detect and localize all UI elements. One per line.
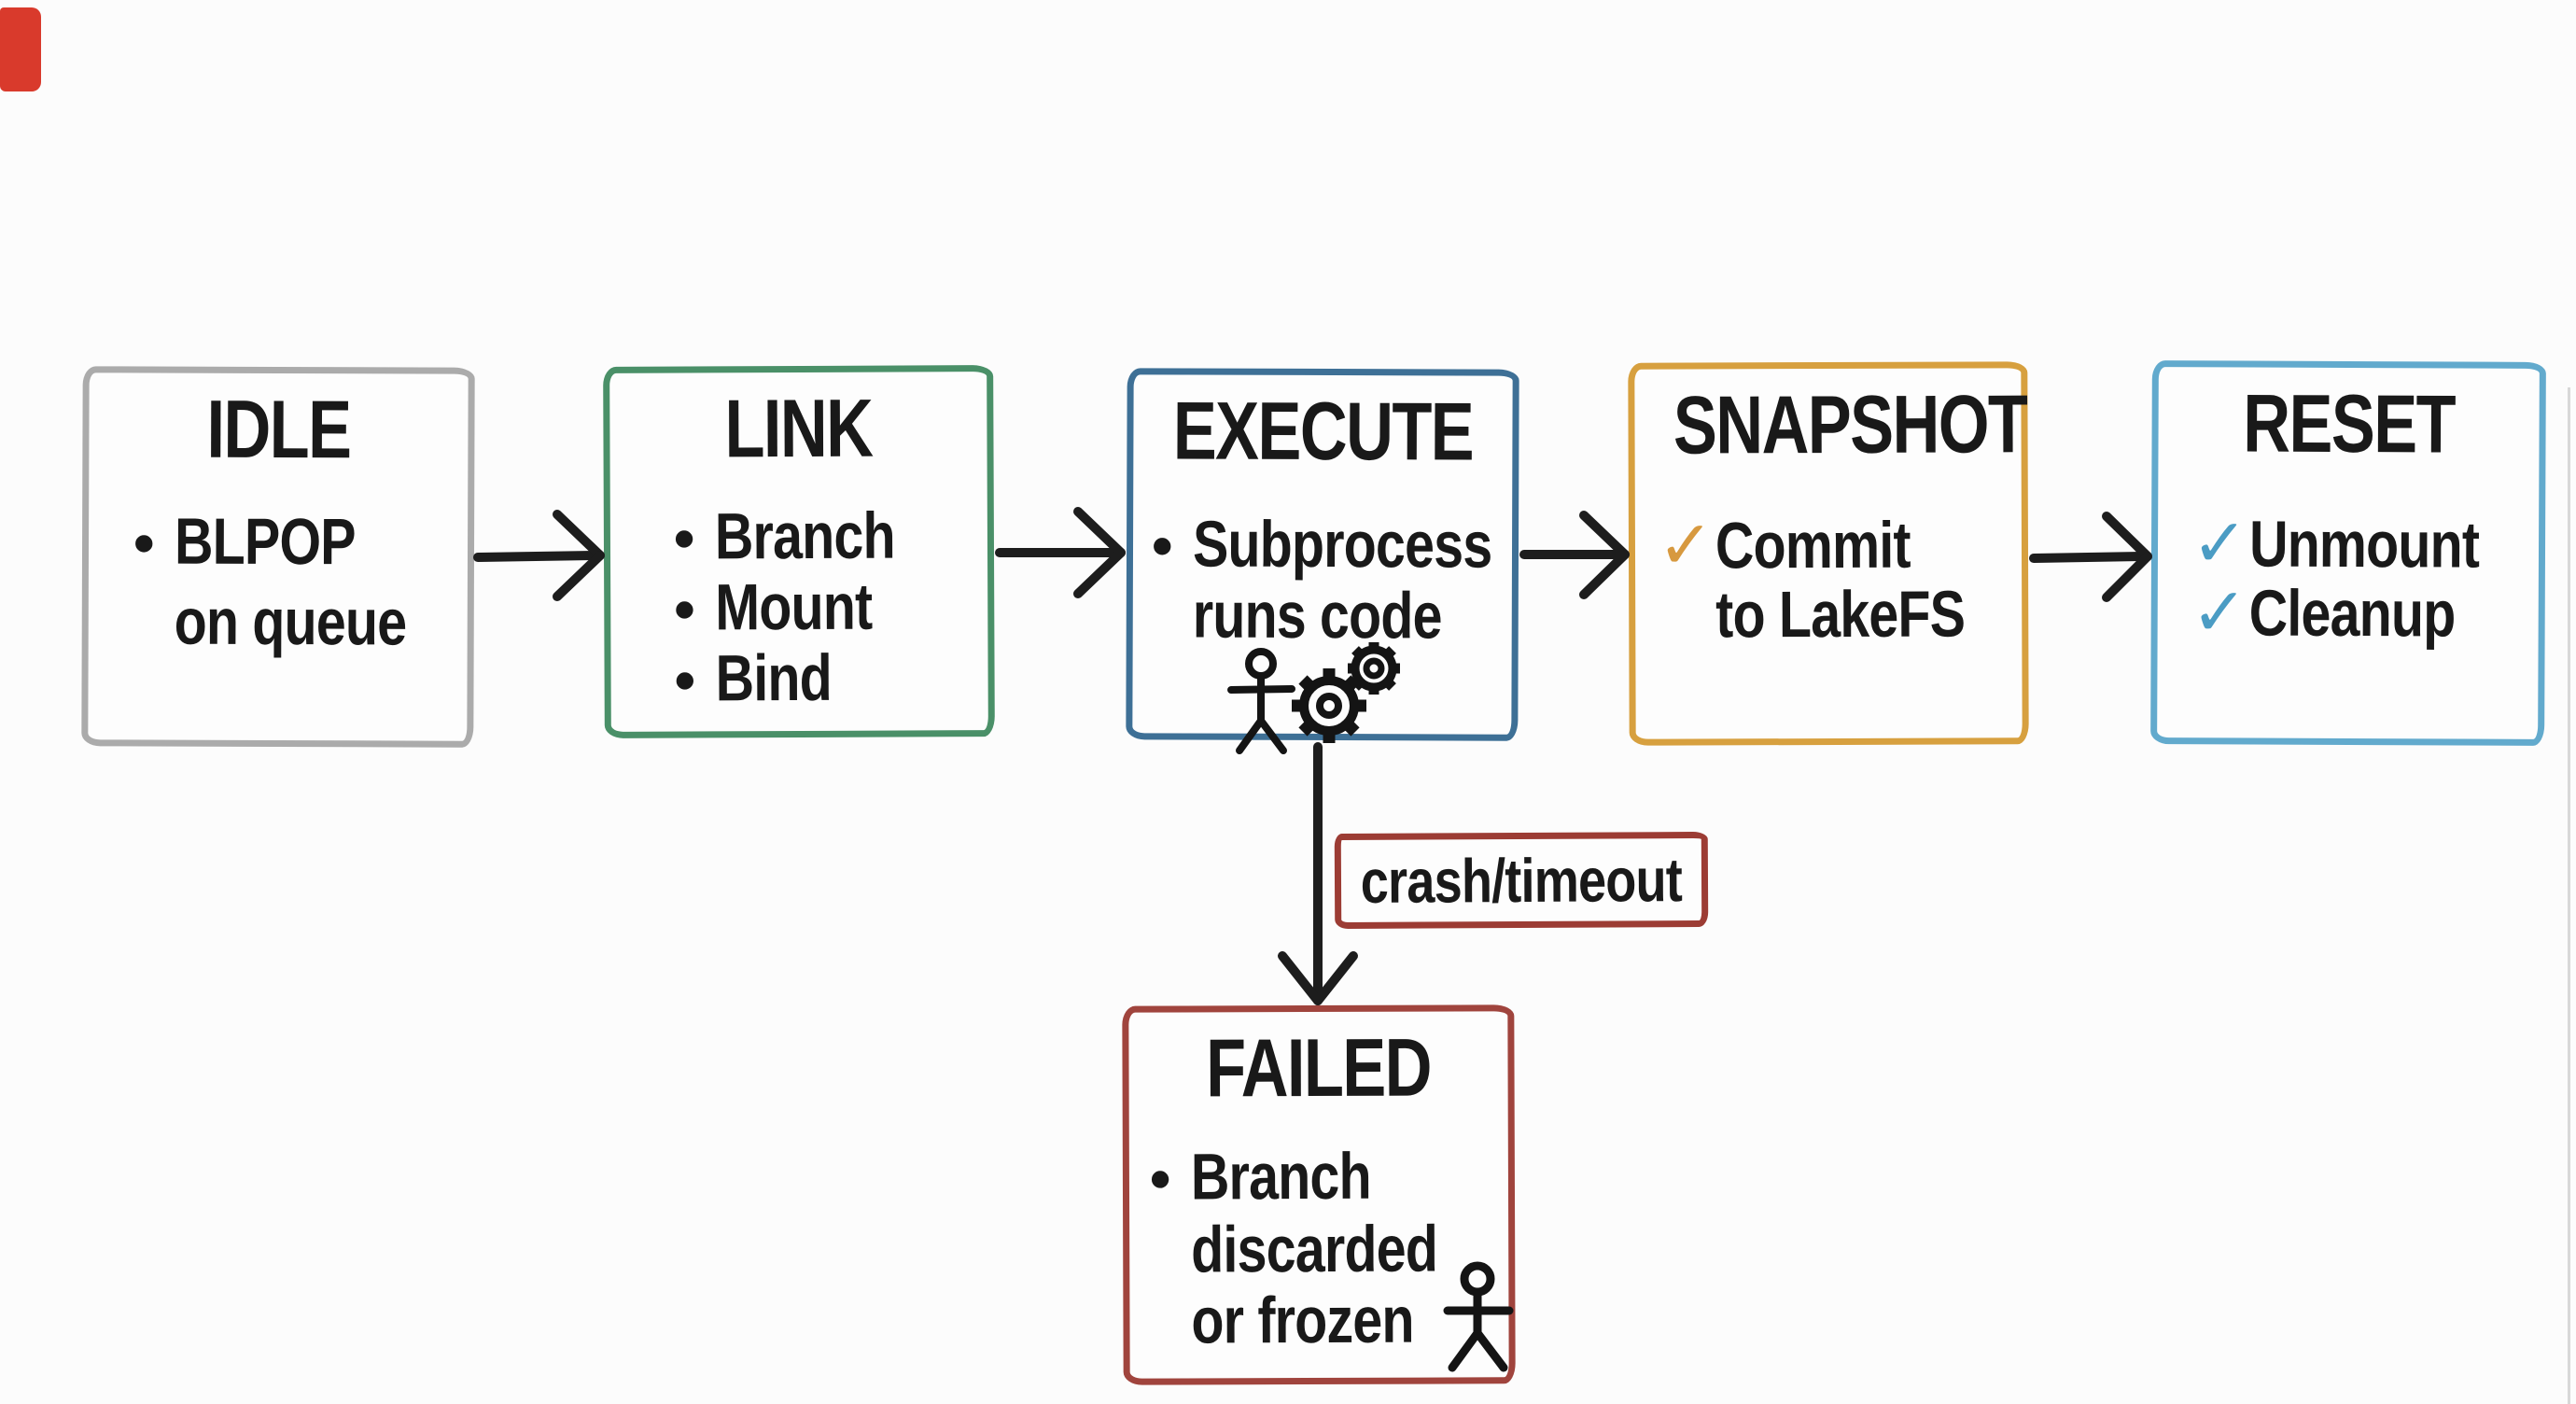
state-list-link: • Branch • Mount • Bind: [610, 498, 988, 715]
list-item-text: Cleanup: [2248, 576, 2456, 651]
state-list-failed: • Branch discarded or frozen: [1129, 1140, 1509, 1357]
list-item-text: or frozen: [1191, 1283, 1414, 1357]
list-item-text: BLPOP: [174, 504, 356, 579]
bullet-icon: •: [674, 646, 696, 714]
edge-label-text: crash/timeout: [1360, 845, 1683, 916]
state-title-execute: EXECUTE: [1172, 384, 1474, 478]
right-edge-line: [2568, 387, 2570, 1404]
list-item: ✓Commit: [1635, 508, 2022, 583]
list-item: • Branch: [1129, 1140, 1508, 1214]
list-item-text: Subprocess: [1192, 507, 1492, 582]
state-title-idle: IDLE: [206, 382, 351, 476]
list-item: ✓Unmount: [2158, 506, 2539, 582]
bullet-icon: •: [1149, 1144, 1171, 1213]
state-box-snapshot: SNAPSHOT ✓Commit to LakeFS: [1628, 361, 2029, 746]
list-item-text: Bind: [715, 640, 833, 715]
bullet-icon: •: [674, 575, 695, 643]
list-item: • Branch: [610, 498, 987, 573]
list-item-text: runs code: [1192, 578, 1442, 653]
state-title-failed: FAILED: [1205, 1020, 1432, 1115]
list-item: ✓Cleanup: [2158, 575, 2539, 651]
state-box-link: LINK • Branch • Mount • Bind: [603, 365, 995, 738]
state-box-execute: EXECUTE • Subprocess runs code: [1126, 368, 1519, 741]
edge-label-crash-timeout: crash/timeout: [1334, 831, 1709, 930]
state-list-idle: • BLPOP on queue: [89, 501, 469, 661]
list-item: or frozen: [1129, 1283, 1508, 1357]
list-item: • Subprocess: [1133, 507, 1512, 582]
arrow-idle-to-link: [473, 510, 605, 601]
arrow-execute-to-snapshot: [1519, 511, 1630, 599]
list-item: • Mount: [610, 569, 987, 644]
state-box-idle: IDLE • BLPOP on queue: [81, 366, 475, 748]
state-box-reset: RESET ✓Unmount ✓Cleanup: [2150, 360, 2546, 746]
check-icon: ✓: [1657, 508, 1715, 583]
list-item: runs code: [1133, 578, 1512, 653]
state-title-reset: RESET: [2243, 376, 2456, 470]
list-item: to LakeFS: [1635, 577, 2022, 652]
state-title-snapshot: SNAPSHOT: [1673, 377, 2027, 471]
list-item-text: Branch: [714, 498, 895, 573]
list-item-text: on queue: [174, 584, 407, 659]
list-item-text: Unmount: [2248, 507, 2480, 582]
arrow-snapshot-to-reset: [2029, 512, 2152, 602]
state-list-snapshot: ✓Commit to LakeFS: [1635, 508, 2023, 652]
list-item-text: Branch: [1190, 1139, 1371, 1214]
list-item: • BLPOP: [89, 501, 468, 583]
corner-red-mark: [0, 7, 41, 91]
state-list-execute: • Subprocess runs code: [1133, 507, 1513, 653]
bullet-icon: •: [1151, 512, 1173, 580]
list-item-text: discarded: [1191, 1212, 1438, 1286]
arrow-link-to-execute: [995, 507, 1126, 598]
state-list-reset: ✓Unmount ✓Cleanup: [2158, 506, 2540, 651]
state-box-failed: FAILED • Branch discarded or frozen: [1122, 1004, 1516, 1385]
list-item: • Bind: [610, 640, 987, 715]
list-item-text: Mount: [715, 569, 873, 644]
list-item-text: to LakeFS: [1715, 577, 1966, 652]
list-item-text: Commit: [1715, 508, 1911, 583]
check-icon: ✓: [2191, 506, 2248, 582]
bullet-icon: •: [133, 509, 155, 577]
list-item: discarded: [1129, 1212, 1508, 1286]
check-icon: ✓: [2191, 575, 2248, 651]
list-item: on queue: [89, 582, 468, 661]
bullet-icon: •: [673, 504, 695, 572]
state-title-link: LINK: [724, 381, 873, 475]
